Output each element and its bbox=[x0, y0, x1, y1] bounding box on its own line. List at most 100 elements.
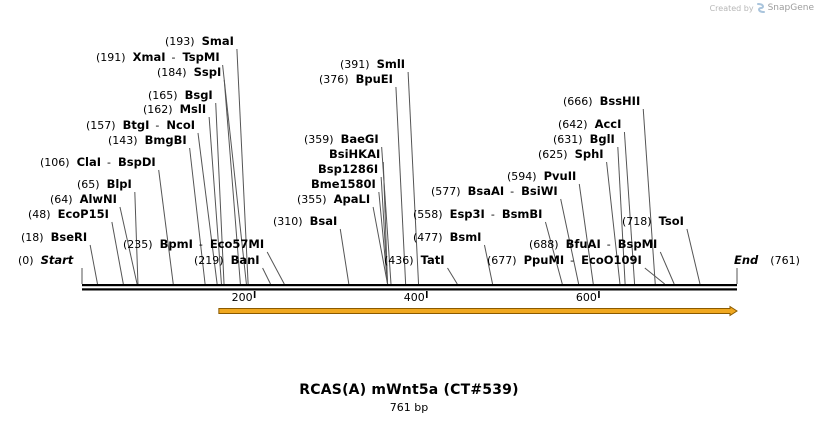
site-name: BfuAI bbox=[566, 237, 601, 251]
connector-msli bbox=[208, 116, 222, 285]
site-position: (677) bbox=[487, 254, 517, 267]
site-name-separator: - bbox=[491, 208, 495, 221]
site-label-bpmi[interactable]: (235)BpmI-Eco57MI bbox=[123, 237, 264, 251]
site-name: BglI bbox=[590, 132, 615, 146]
site-label-bsai[interactable]: (310)BsaI bbox=[273, 214, 337, 228]
connector-esp3i bbox=[544, 221, 563, 285]
sequence-length: 761 bp bbox=[389, 401, 429, 414]
site-label-bseri[interactable]: (18)BseRI bbox=[21, 230, 87, 244]
site-name-separator: - bbox=[607, 238, 611, 251]
site-position: (666) bbox=[563, 95, 593, 108]
site-label-bgli[interactable]: (631) BglI bbox=[553, 132, 615, 146]
site-label-bsp1286i[interactable]: Bsp1286I bbox=[318, 162, 378, 176]
connector-sspi bbox=[223, 79, 241, 285]
site-label-start[interactable]: (0)Start bbox=[18, 253, 74, 267]
connector-bpuei bbox=[395, 86, 407, 285]
site-label-clai[interactable]: (106)ClaI-BspDI bbox=[40, 155, 156, 169]
site-name-secondary: BsmBI bbox=[502, 207, 543, 221]
site-name-separator: - bbox=[155, 119, 159, 132]
site-position: (436) bbox=[384, 254, 414, 267]
connector-bme1580i bbox=[378, 191, 389, 285]
connector-tsoi bbox=[686, 228, 701, 285]
site-label-bsgi[interactable]: (165)BsgI bbox=[148, 88, 213, 102]
site-position: (355) bbox=[297, 193, 327, 206]
connector-sphi bbox=[606, 161, 621, 285]
site-label-apali[interactable]: (355) ApaLI bbox=[297, 192, 370, 206]
connector-bsaai bbox=[560, 198, 580, 285]
site-name-secondary: BsiWI bbox=[521, 184, 558, 198]
site-position: (359) bbox=[304, 133, 334, 146]
site-label-ppumi[interactable]: (677)PpuMI-EcoO109I bbox=[487, 253, 642, 267]
site-label-tsoi[interactable]: (718)TsoI bbox=[622, 214, 684, 228]
site-label-bpuei[interactable]: (376)BpuEI bbox=[319, 72, 393, 86]
site-position: (688) bbox=[529, 238, 559, 251]
site-label-bsmi[interactable]: (477)BsmI bbox=[413, 230, 481, 244]
site-label-bfuai[interactable]: (688)BfuAI-BspMI bbox=[529, 237, 657, 251]
site-label-esp3i[interactable]: (558)Esp3I-BsmBI bbox=[413, 207, 542, 221]
site-name: ClaI bbox=[77, 155, 101, 169]
site-label-end[interactable]: (761)End bbox=[734, 253, 800, 267]
tick-label: 400 bbox=[404, 291, 425, 304]
tick-label: 600 bbox=[576, 291, 597, 304]
site-name: BsaAI bbox=[468, 184, 505, 198]
backbone-strand-bottom bbox=[82, 288, 737, 291]
site-name: Bsp1286I bbox=[318, 162, 378, 176]
snapgene-logo-icon bbox=[756, 3, 765, 13]
site-label-xmai[interactable]: (191)XmaI-TspMI bbox=[96, 50, 220, 64]
connector-alwni bbox=[119, 206, 138, 285]
site-label-blpi[interactable]: (65)BlpI bbox=[77, 177, 132, 191]
site-position: (631) bbox=[553, 133, 583, 146]
connector-ecop15i bbox=[111, 221, 124, 285]
site-label-bme1580i[interactable]: Bme1580I bbox=[311, 177, 376, 191]
site-position: (577) bbox=[431, 185, 461, 198]
feature-arrow[interactable] bbox=[218, 305, 738, 317]
site-name: BssHII bbox=[600, 94, 641, 108]
site-name: EcoP15I bbox=[58, 207, 109, 221]
site-name: SspI bbox=[194, 65, 222, 79]
site-position: (106) bbox=[40, 156, 70, 169]
connector-acci bbox=[623, 131, 636, 285]
site-position: (376) bbox=[319, 73, 349, 86]
site-label-smai[interactable]: (193)SmaI bbox=[165, 34, 234, 48]
connector-bsmi bbox=[483, 244, 494, 285]
connector-smai bbox=[236, 48, 249, 285]
site-label-msli[interactable]: (162)MslI bbox=[143, 102, 206, 116]
site-label-smli[interactable]: (391)SmlI bbox=[340, 57, 405, 71]
site-label-bsshii[interactable]: (666) BssHII bbox=[563, 94, 640, 108]
site-label-baegi[interactable]: (359)BaeGI bbox=[304, 132, 379, 146]
site-position: (761) bbox=[770, 254, 800, 267]
site-label-bmgbi[interactable]: (143)BmgBI bbox=[108, 133, 187, 147]
site-name: TatI bbox=[421, 253, 445, 267]
connector-baegi bbox=[381, 146, 392, 285]
site-label-acci[interactable]: (642)AccI bbox=[558, 117, 621, 131]
site-label-sspi[interactable]: (184)SspI bbox=[157, 65, 221, 79]
site-name: Esp3I bbox=[450, 207, 485, 221]
site-label-btgi[interactable]: (157)BtgI-NcoI bbox=[86, 118, 195, 132]
connector-bmgbi bbox=[189, 147, 206, 285]
site-label-bsihkai[interactable]: BsiHKAI bbox=[329, 147, 380, 161]
site-label-bani[interactable]: (219)BanI bbox=[194, 253, 260, 267]
site-label-pvuii[interactable]: (594)PvuII bbox=[507, 169, 576, 183]
site-position: (48) bbox=[28, 208, 51, 221]
snapgene-branding: Created by SnapGene bbox=[710, 2, 814, 14]
site-name-secondary: Eco57MI bbox=[210, 237, 264, 251]
site-label-bsaai[interactable]: (577)BsaAI-BsiWI bbox=[431, 184, 558, 198]
site-position: (157) bbox=[86, 119, 116, 132]
site-name: TsoI bbox=[659, 214, 684, 228]
site-name-separator: - bbox=[171, 51, 175, 64]
connector-bseri bbox=[89, 244, 98, 285]
site-label-sphi[interactable]: (625)SphI bbox=[538, 147, 604, 161]
site-label-tati[interactable]: (436) TatI bbox=[384, 253, 445, 267]
connector-bsai bbox=[339, 228, 350, 285]
created-by-text: Created by bbox=[709, 3, 754, 13]
site-label-alwni[interactable]: (64)AlwNI bbox=[50, 192, 117, 206]
site-name-secondary: EcoO109I bbox=[581, 253, 642, 267]
site-name: ApaLI bbox=[334, 192, 371, 206]
site-position: (64) bbox=[50, 193, 73, 206]
site-position: (477) bbox=[413, 231, 443, 244]
site-position: (310) bbox=[273, 215, 303, 228]
connector-bgli bbox=[617, 146, 626, 285]
site-label-ecop15i[interactable]: (48) EcoP15I bbox=[28, 207, 109, 221]
